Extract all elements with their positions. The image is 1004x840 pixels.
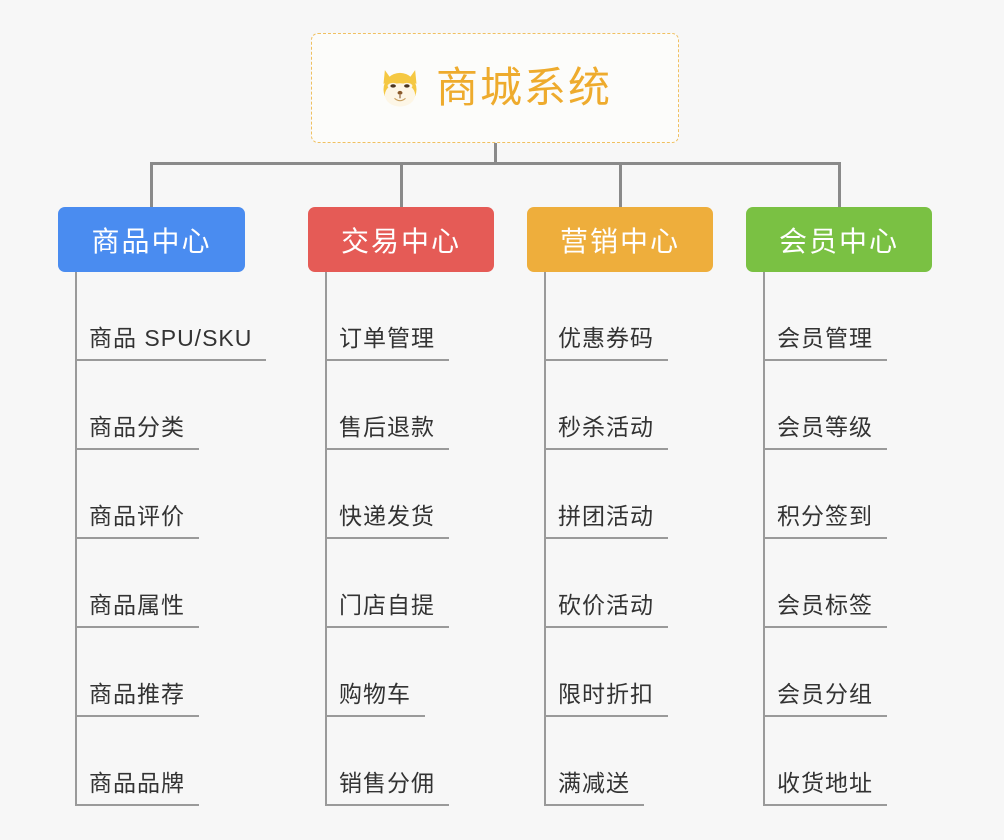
list-item[interactable]: 快递发货: [325, 450, 449, 539]
bus-connector: [150, 162, 840, 165]
list-item[interactable]: 商品分类: [75, 361, 266, 450]
list-item[interactable]: 优惠券码: [544, 272, 668, 361]
root-stem-connector: [494, 143, 497, 164]
leaf-label: 订单管理: [325, 323, 449, 361]
trunk-line: [325, 272, 327, 806]
category-box-member-center[interactable]: 会员中心: [746, 207, 932, 272]
trunk-line: [75, 272, 77, 806]
leaf-label: 限时折扣: [544, 679, 668, 717]
leaf-label: 会员分组: [763, 679, 887, 717]
list-item[interactable]: 商品属性: [75, 539, 266, 628]
list-item[interactable]: 会员分组: [763, 628, 887, 717]
drop-connector-3: [619, 162, 622, 208]
leaf-label: 快递发货: [325, 501, 449, 539]
leaf-label: 购物车: [325, 679, 425, 717]
category-label: 商品中心: [91, 225, 212, 257]
leaf-label: 拼团活动: [544, 501, 668, 539]
list-item[interactable]: 售后退款: [325, 361, 449, 450]
list-item[interactable]: 购物车: [325, 628, 449, 717]
leaf-label: 销售分佣: [325, 768, 449, 806]
leaf-label: 商品评价: [75, 501, 199, 539]
leaf-label: 收货地址: [763, 768, 887, 806]
leaf-label: 售后退款: [325, 412, 449, 450]
drop-connector-1: [150, 162, 153, 208]
root-node[interactable]: 商城系统: [311, 33, 679, 143]
leaf-label: 砍价活动: [544, 590, 668, 628]
list-item[interactable]: 会员等级: [763, 361, 887, 450]
category-label: 交易中心: [340, 225, 461, 257]
leaf-label: 优惠券码: [544, 323, 668, 361]
leaf-label: 门店自提: [325, 590, 449, 628]
category-box-trade-center[interactable]: 交易中心: [308, 207, 494, 272]
leaf-list: 订单管理 售后退款 快递发货 门店自提 购物车 销售分佣: [325, 272, 449, 806]
leaf-label: 会员管理: [763, 323, 887, 361]
list-item[interactable]: 商品品牌: [75, 717, 266, 806]
leaf-label: 会员标签: [763, 590, 887, 628]
list-item[interactable]: 限时折扣: [544, 628, 668, 717]
drop-connector-4: [838, 162, 841, 208]
list-item[interactable]: 砍价活动: [544, 539, 668, 628]
list-item[interactable]: 秒杀活动: [544, 361, 668, 450]
leaf-label: 商品分类: [75, 412, 199, 450]
leaf-label: 商品推荐: [75, 679, 199, 717]
leaf-label: 商品属性: [75, 590, 199, 628]
list-item[interactable]: 收货地址: [763, 717, 887, 806]
leaf-list: 会员管理 会员等级 积分签到 会员标签 会员分组 收货地址: [763, 272, 887, 806]
list-item[interactable]: 门店自提: [325, 539, 449, 628]
shiba-dog-icon: [383, 70, 417, 108]
list-item[interactable]: 拼团活动: [544, 450, 668, 539]
leaf-label: 会员等级: [763, 412, 887, 450]
list-item[interactable]: 会员管理: [763, 272, 887, 361]
leaf-list: 优惠券码 秒杀活动 拼团活动 砍价活动 限时折扣 满减送: [544, 272, 668, 806]
list-item[interactable]: 商品推荐: [75, 628, 266, 717]
trunk-line: [544, 272, 546, 806]
root-title: 商城系统: [435, 64, 612, 111]
list-item[interactable]: 商品评价: [75, 450, 266, 539]
leaf-label: 商品品牌: [75, 768, 199, 806]
list-item[interactable]: 积分签到: [763, 450, 887, 539]
list-item[interactable]: 商品 SPU/SKU: [75, 272, 267, 361]
leaf-label: 积分签到: [763, 501, 887, 539]
leaf-label: 商品 SPU/SKU: [75, 323, 267, 361]
list-item[interactable]: 销售分佣: [325, 717, 449, 806]
leaf-label: 秒杀活动: [544, 412, 668, 450]
category-label: 会员中心: [778, 225, 899, 257]
leaf-list: 商品 SPU/SKU 商品分类 商品评价 商品属性 商品推荐 商品品牌: [75, 272, 267, 806]
category-box-marketing-center[interactable]: 营销中心: [527, 207, 713, 272]
drop-connector-2: [400, 162, 403, 208]
leaf-label: 满减送: [544, 768, 644, 806]
trunk-line: [763, 272, 765, 806]
list-item[interactable]: 会员标签: [763, 539, 887, 628]
category-box-product-center[interactable]: 商品中心: [58, 207, 245, 272]
list-item[interactable]: 满减送: [544, 717, 668, 806]
list-item[interactable]: 订单管理: [325, 272, 449, 361]
category-label: 营销中心: [559, 225, 680, 257]
